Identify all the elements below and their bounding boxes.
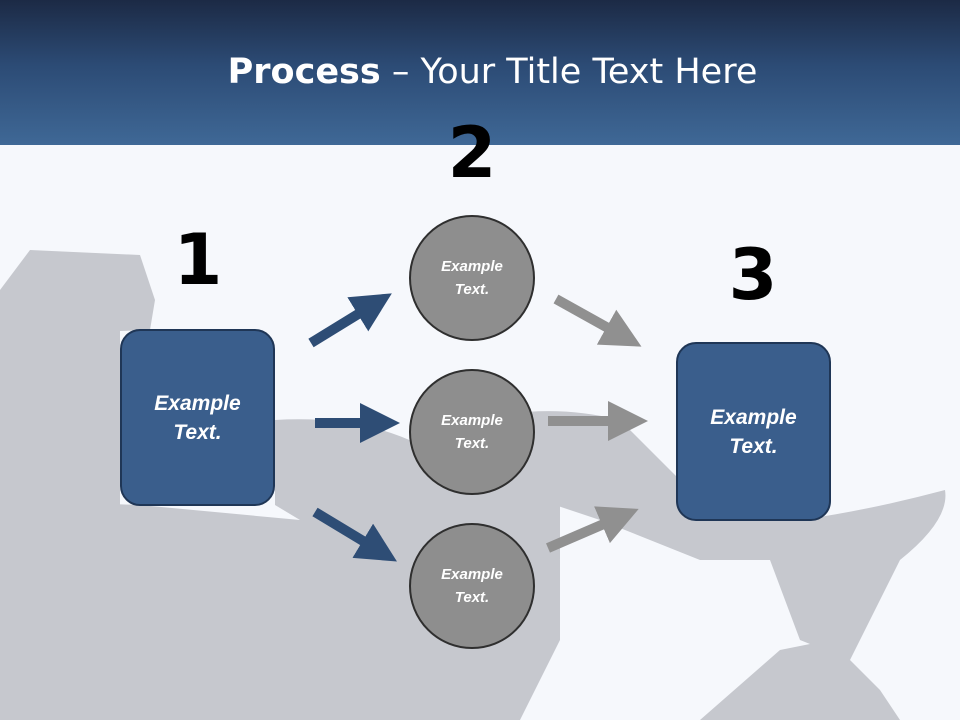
arrow-down-right	[312, 507, 397, 562]
circle-bottom-text: Example Text.	[441, 566, 503, 606]
step-1-box: Example Text.	[120, 329, 275, 506]
step-1-text: Example Text.	[154, 391, 241, 444]
arrow-down-right-gray	[553, 294, 642, 347]
arrows-to-circles	[308, 293, 400, 562]
step-2-circle-middle: Example Text.	[409, 369, 535, 495]
step-number-2: 2	[447, 112, 497, 194]
title-bold: Process	[227, 52, 381, 92]
step-3-text: Example Text.	[710, 405, 797, 458]
circle-middle-text: Example Text.	[441, 412, 503, 452]
arrow-up-right-gray	[546, 506, 639, 553]
step-2-circle-bottom: Example Text.	[409, 523, 535, 649]
circle-top-text: Example Text.	[441, 258, 503, 298]
step-number-3: 3	[728, 234, 778, 316]
title-rest: – Your Title Text Here	[380, 52, 758, 92]
step-2-circle-top: Example Text.	[409, 215, 535, 341]
step-3-box: Example Text.	[676, 342, 831, 521]
header-band	[0, 0, 960, 145]
step-number-1: 1	[173, 219, 223, 301]
arrows-to-box	[546, 294, 648, 553]
slide-title: Process – Your Title Text Here	[0, 52, 960, 92]
arrow-up-right	[308, 293, 392, 348]
